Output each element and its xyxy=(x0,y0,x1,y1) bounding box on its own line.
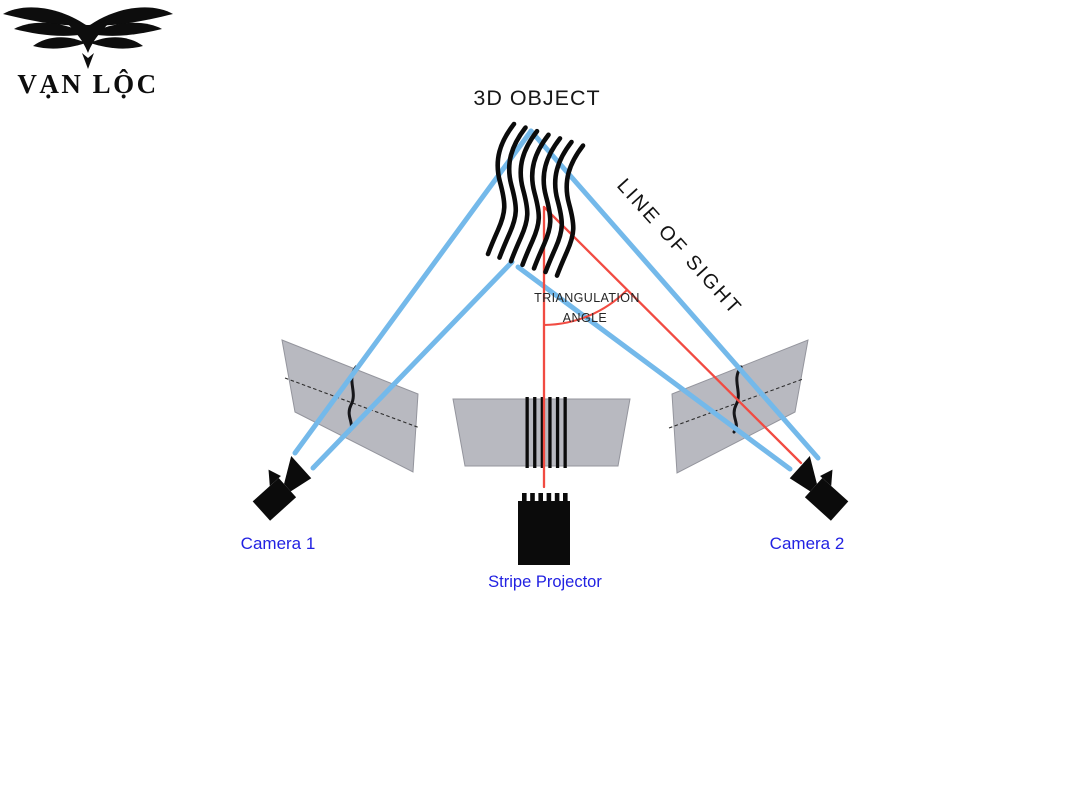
stripe-screen-bars xyxy=(525,397,567,468)
camera1-label: Camera 1 xyxy=(241,534,316,553)
camera2-image-plane xyxy=(668,339,809,474)
reflected-ray-to-camera2 xyxy=(542,205,803,465)
camera2-viewfinder xyxy=(820,469,833,487)
screen-stripe-bar xyxy=(533,397,537,468)
object-stripe xyxy=(554,143,586,278)
image-plane-right-profile-curve xyxy=(732,365,743,434)
brand-logo: VẠN LỘC xyxy=(3,7,173,99)
projector-tooth xyxy=(546,493,552,502)
stripe-projector-icon xyxy=(518,493,570,565)
screen-stripe-bar xyxy=(540,397,544,468)
projection-rays xyxy=(542,205,803,489)
projector-tooth xyxy=(538,493,543,502)
screen-stripe-bar xyxy=(548,397,552,468)
projector-tooth xyxy=(522,493,527,502)
camera2-icon xyxy=(789,455,849,521)
triangulation-angle-label-line2: ANGLE xyxy=(563,311,607,325)
projector-teeth xyxy=(522,493,568,502)
brand-name: VẠN LỘC xyxy=(17,69,158,99)
camera2-body xyxy=(804,477,849,521)
camera1-icon xyxy=(252,455,312,521)
camera1-upper-sight-ray xyxy=(292,128,534,456)
camera1-image-plane xyxy=(281,339,421,473)
image-plane-right xyxy=(671,339,809,474)
projector-tooth xyxy=(563,493,568,502)
camera1-viewfinder xyxy=(268,469,281,487)
object-stripe xyxy=(497,125,528,260)
object-title: 3D OBJECT xyxy=(473,86,600,110)
camera2-label: Camera 2 xyxy=(770,534,845,553)
projector-body xyxy=(518,501,570,565)
screen-stripe-bar xyxy=(525,397,529,468)
projector-label: Stripe Projector xyxy=(488,573,602,591)
object-stripe xyxy=(531,136,563,271)
camera1-lower-sight-ray xyxy=(310,259,515,471)
camera2-lens xyxy=(789,455,817,492)
screen-stripe-bar xyxy=(563,397,567,468)
triangulation-angle-arc xyxy=(543,289,628,326)
wings-icon xyxy=(3,7,173,69)
object-stripe xyxy=(508,128,540,264)
projector-tooth xyxy=(554,493,560,502)
screen-stripe-bar xyxy=(555,397,560,468)
lines-of-sight xyxy=(292,128,821,472)
camera2-lower-sight-ray xyxy=(515,264,793,472)
camera1-body xyxy=(252,477,297,521)
camera2-upper-sight-ray xyxy=(528,128,821,461)
object-stripe xyxy=(485,121,517,257)
object-stripes xyxy=(485,121,586,278)
object-stripe xyxy=(520,132,551,268)
object-stripe xyxy=(543,139,574,275)
triangulation-angle-label-line1: TRIANGULATION xyxy=(534,291,640,305)
projector-tooth xyxy=(530,493,535,502)
camera1-lens xyxy=(284,455,312,492)
stripe-screen xyxy=(452,397,631,468)
